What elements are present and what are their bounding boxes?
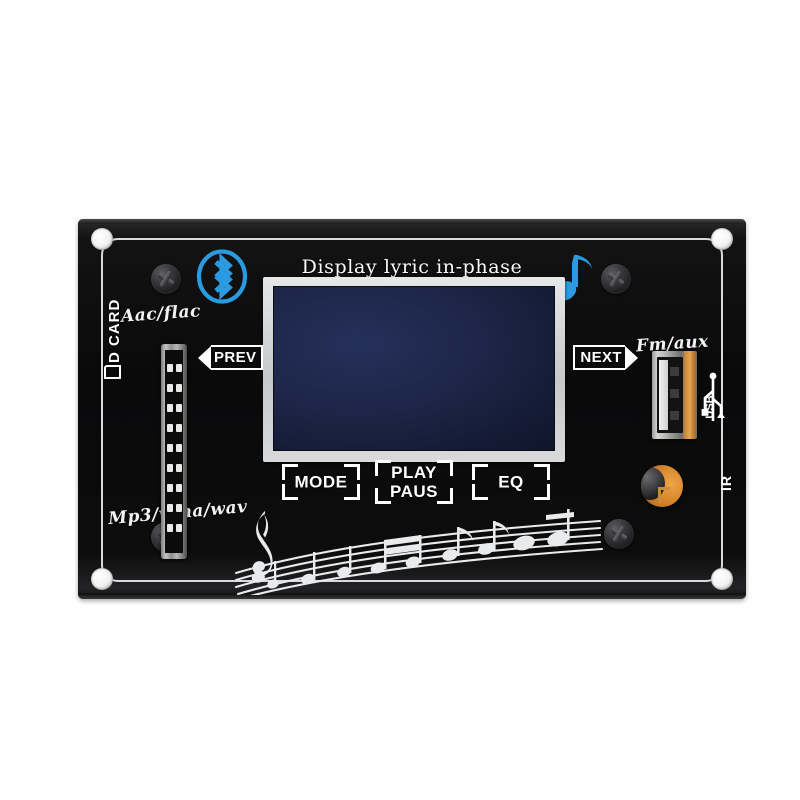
- usb-port[interactable]: [652, 351, 697, 439]
- arrow-left-icon: [198, 345, 211, 370]
- usb-icon: USB: [700, 371, 726, 427]
- eq-button-label: EQ: [498, 472, 524, 492]
- mounting-hole-top-left: [91, 228, 113, 250]
- next-label: NEXT: [573, 345, 625, 370]
- play-pause-button[interactable]: PLAY PAUS: [375, 460, 453, 504]
- mounting-hole-top-right: [711, 228, 733, 250]
- bluetooth-icon: [196, 249, 248, 304]
- lcd-screen[interactable]: [273, 286, 555, 451]
- ir-receiver: [641, 465, 683, 507]
- pause-line: PAUS: [390, 482, 438, 501]
- prev-label: PREV: [211, 345, 264, 370]
- mounting-hole-bottom-left: [91, 568, 113, 590]
- usb-tongue: [659, 360, 668, 430]
- mode-button-label: MODE: [294, 472, 348, 492]
- play-line: PLAY: [391, 463, 437, 482]
- sd-slot-cavity: [165, 350, 183, 553]
- eq-button[interactable]: EQ: [472, 464, 550, 500]
- sd-card-icon: [104, 365, 121, 379]
- label-sd-card: D CARD: [104, 299, 123, 379]
- screw-bottom-right: [604, 519, 634, 549]
- lcd-bezel: [263, 277, 565, 462]
- page-title: Display lyric in-phase: [301, 256, 523, 278]
- label-ir: IR: [718, 475, 734, 491]
- sd-card-text: D CARD: [106, 298, 123, 363]
- play-pause-button-label: PLAY PAUS: [375, 463, 453, 501]
- mounting-hole-bottom-right: [711, 568, 733, 590]
- prev-button[interactable]: PREV: [198, 345, 264, 370]
- next-button[interactable]: NEXT: [573, 345, 638, 370]
- arrow-right-icon: [625, 345, 638, 370]
- decoder-board: Display lyric in-phase Aac/flac Mp3/wma/…: [78, 219, 746, 600]
- sd-card-slot[interactable]: [161, 344, 187, 559]
- screw-top-right: [601, 264, 631, 294]
- svg-text:USB: USB: [704, 395, 716, 418]
- screw-top-left: [151, 264, 181, 294]
- mode-button[interactable]: MODE: [282, 464, 360, 500]
